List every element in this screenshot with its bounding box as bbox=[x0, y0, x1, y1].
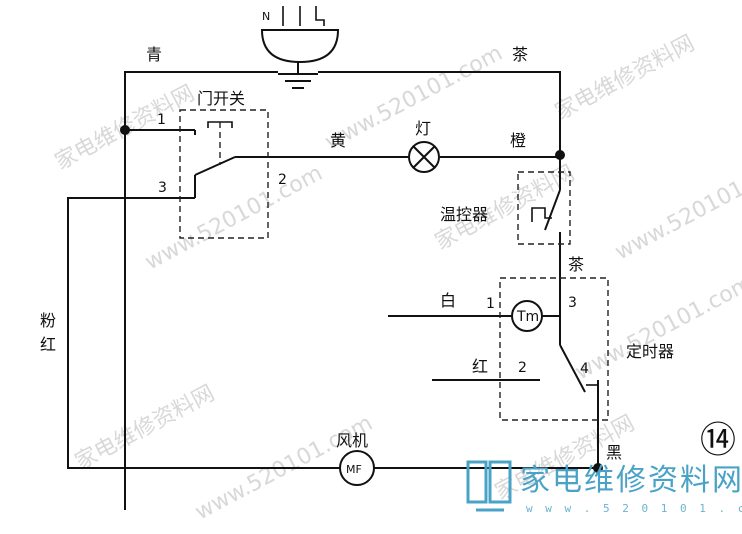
power-plug: N bbox=[260, 6, 340, 64]
junctions bbox=[120, 125, 603, 473]
fan-motor-symbol: MF bbox=[346, 463, 362, 476]
label-qing: 青 bbox=[146, 45, 162, 64]
plug-body bbox=[260, 29, 340, 64]
watermark-text: 家电维修资料网 bbox=[71, 381, 219, 475]
timer: Tm 定时器 1 2 3 4 bbox=[486, 277, 674, 421]
fan-label: 风机 bbox=[336, 431, 368, 450]
timer-motor-symbol: Tm bbox=[516, 309, 539, 325]
fan-motor: MF 风机 bbox=[336, 431, 375, 486]
timer-label: 定时器 bbox=[626, 342, 674, 361]
label-hei: 黑 bbox=[606, 443, 622, 462]
lamp-icon: 灯 bbox=[408, 119, 440, 173]
label-fen: 粉 bbox=[40, 311, 56, 330]
label-cha-top: 茶 bbox=[512, 45, 528, 64]
label-hong2: 红 bbox=[40, 335, 56, 354]
timer-pin-2: 2 bbox=[518, 360, 527, 376]
wire-labels: 青 茶 黄 橙 茶 白 红 粉 红 黑 bbox=[40, 45, 622, 462]
door-switch-label: 门开关 bbox=[197, 89, 245, 108]
thermostat: 温控器 bbox=[440, 171, 571, 245]
timer-pin-3: 3 bbox=[568, 295, 577, 311]
watermark-url: www.520101.com bbox=[611, 151, 742, 266]
label-cheng: 橙 bbox=[510, 131, 526, 150]
label-bai: 白 bbox=[440, 291, 456, 310]
door-pin-2: 2 bbox=[278, 172, 287, 188]
lamp-label: 灯 bbox=[415, 119, 431, 138]
timer-pin-1: 1 bbox=[486, 296, 495, 312]
figure-number: ⑭ bbox=[700, 420, 736, 461]
door-switch: 门开关 1 3 2 bbox=[157, 89, 287, 239]
timer-motor bbox=[511, 300, 543, 332]
plug-n-label: N bbox=[262, 10, 270, 23]
door-pin-3: 3 bbox=[158, 180, 167, 196]
label-hong: 红 bbox=[472, 357, 488, 376]
ground-icon bbox=[278, 62, 318, 89]
label-cha-mid: 茶 bbox=[568, 255, 584, 274]
watermark-layer: 家电维修资料网 www.520101.com 家电维修资料网 www.52010… bbox=[51, 31, 742, 525]
wires bbox=[67, 71, 599, 510]
watermark-url: www.520101.com bbox=[321, 41, 507, 156]
watermark-url: www.520101.com bbox=[141, 161, 327, 276]
timer-pin-4: 4 bbox=[580, 361, 589, 377]
watermark-text: 家电维修资料网 bbox=[551, 31, 699, 125]
watermark-url: www.520101.com bbox=[571, 271, 742, 386]
logo-text: 家电维修资料网 bbox=[520, 463, 742, 498]
logo-url: w w w . 5 2 0 1 0 1 . c o m bbox=[526, 502, 742, 515]
door-pin-1: 1 bbox=[157, 112, 166, 128]
figure-number-text: ⑭ bbox=[700, 420, 736, 461]
site-logo: 家电维修资料网 w w w . 5 2 0 1 0 1 . c o m bbox=[466, 460, 742, 515]
label-huang: 黄 bbox=[330, 131, 346, 150]
thermostat-label: 温控器 bbox=[440, 205, 488, 224]
